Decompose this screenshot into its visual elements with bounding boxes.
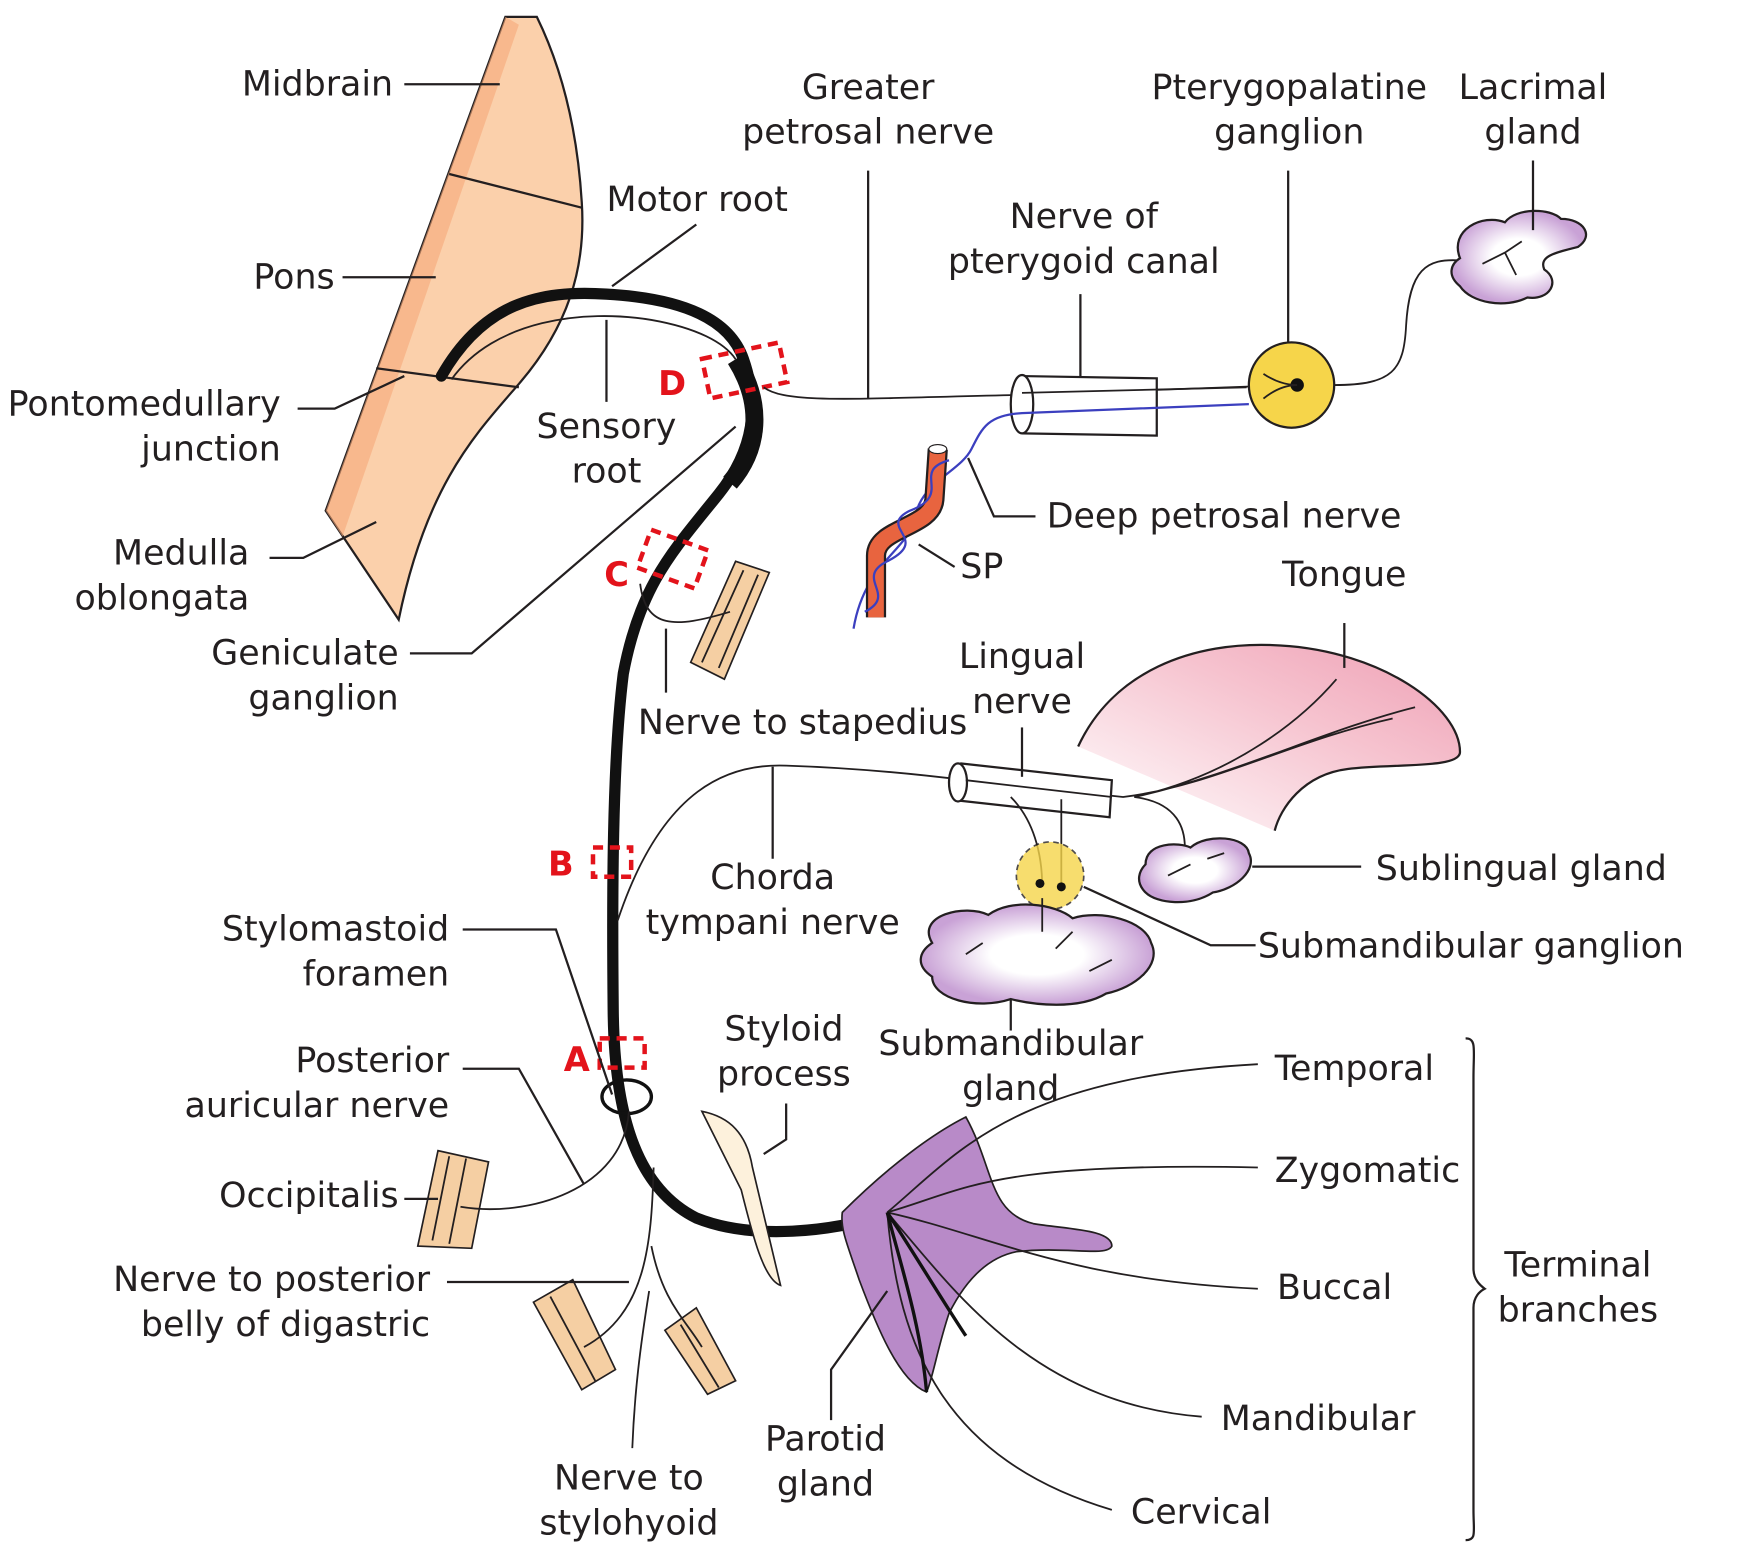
svg-text:B: B — [548, 845, 574, 884]
submandibular-gland — [919, 898, 1155, 1006]
svg-text:C: C — [604, 555, 629, 594]
lingual-nerve-sheath — [947, 762, 1114, 819]
parotid-gland — [841, 1115, 1113, 1394]
digastric-muscle — [532, 1278, 617, 1391]
pterygoid-canal — [1009, 373, 1247, 437]
label-midbrain: Midbrain — [242, 64, 393, 104]
facial-nerve-trunk — [435, 287, 899, 1238]
label-sublingual-gland: Sublingual gland — [1376, 849, 1667, 889]
terminal-branch-nerves — [885, 1063, 1258, 1511]
lesion-marker-c: C — [604, 526, 712, 594]
label-zygomatic: Zygomatic — [1275, 1151, 1461, 1191]
stylohyoid-muscle — [663, 1306, 737, 1396]
label-sp: SP — [960, 547, 1003, 587]
styloid-process — [700, 1110, 782, 1287]
label-nerve-to-stapedius: Nerve to stapedius — [638, 703, 967, 743]
stylomastoid-foramen-ring — [600, 1078, 654, 1116]
label-pons: Pons — [253, 258, 334, 298]
label-buccal: Buccal — [1277, 1268, 1392, 1308]
pterygopalatine-ganglion — [1247, 341, 1336, 429]
label-tongue: Tongue — [1281, 555, 1406, 595]
lacrimal-gland — [1450, 209, 1588, 305]
sublingual-gland — [1137, 837, 1252, 904]
svg-text:D: D — [658, 364, 686, 403]
sensory-root-nerve — [450, 315, 737, 380]
label-temporal: Temporal — [1274, 1049, 1434, 1089]
label-occipitalis: Occipitalis — [219, 1176, 399, 1216]
brainstem — [324, 15, 584, 623]
terminal-branches-brace — [1465, 1037, 1487, 1542]
svg-text:A: A — [564, 1040, 590, 1079]
label-motor-root: Motor root — [606, 180, 787, 220]
chorda-tympani-nerve — [616, 678, 1416, 921]
label-deep-petrosal-nerve: Deep petrosal nerve — [1047, 497, 1402, 537]
lesion-marker-b: B — [548, 845, 634, 884]
sp-artery — [864, 443, 950, 618]
label-cervical: Cervical — [1131, 1492, 1271, 1532]
occipitalis-muscle — [416, 1149, 490, 1250]
stapedius-muscle — [689, 560, 771, 681]
label-mandibular: Mandibular — [1221, 1399, 1416, 1439]
label-submandibular-ganglion: Submandibular ganglion — [1258, 927, 1684, 967]
lesion-marker-a: A — [564, 1036, 647, 1079]
leader-lines — [269, 83, 1535, 1421]
submandibular-ganglion — [1015, 841, 1085, 911]
lesion-marker-d: D — [658, 339, 790, 403]
